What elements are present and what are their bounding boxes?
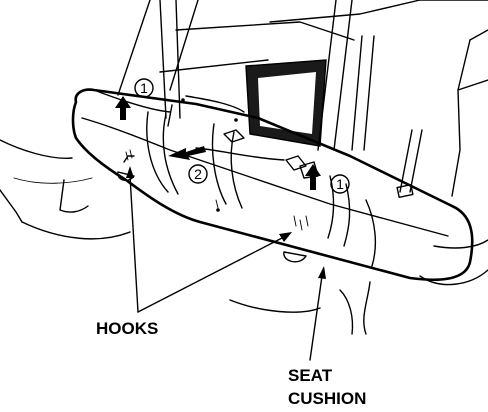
step-1-right-marker: 1 (330, 174, 350, 194)
seat-cushion-callout-line (309, 266, 326, 361)
floor-outline (0, 139, 488, 335)
hooks-label: HOOKS (96, 319, 158, 338)
step-1-right-label: 1 (336, 176, 344, 192)
step-2-label: 2 (194, 166, 202, 182)
lift-arrow-right (305, 164, 321, 190)
lift-arrow-left (115, 96, 131, 120)
seat-cushion-label-line1: SEAT (288, 366, 333, 385)
hook-right (283, 215, 309, 263)
center-back-panel (245, 59, 327, 147)
step-2-marker: 2 (188, 164, 208, 184)
hook-left (117, 149, 135, 182)
step-1-left-label: 1 (140, 80, 148, 96)
step-1-left-marker: 1 (134, 78, 154, 98)
seat-belts (159, 0, 423, 199)
pull-arrow (168, 146, 206, 160)
seat-cushion-label-line2: CUSHION (288, 389, 366, 408)
hooks-callout-lines (126, 166, 292, 313)
